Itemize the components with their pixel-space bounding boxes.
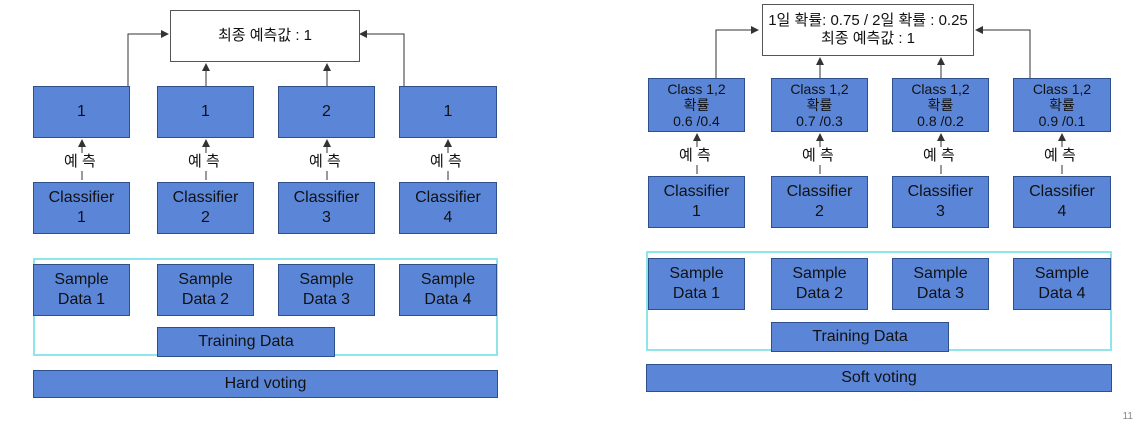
soft-sample-3: Sample Data 3 <box>892 258 989 310</box>
soft-classifier-1: Classifier 1 <box>648 176 745 228</box>
hard-predict-label-3: 예 측 <box>307 153 343 171</box>
soft-classifier-3: Classifier 3 <box>892 176 989 228</box>
soft-voting-bar: Soft voting <box>646 364 1112 392</box>
hard-classifier-3: Classifier 3 <box>278 182 375 234</box>
hard-sample-1: Sample Data 1 <box>33 264 130 316</box>
hard-classifier-4: Classifier 4 <box>399 182 497 234</box>
hard-output-2: 1 <box>157 86 254 138</box>
hard-voting-bar: Hard voting <box>33 370 498 398</box>
soft-output-1: Class 1,2 확률 0.6 /0.4 <box>648 78 745 132</box>
hard-arrow-top-1 <box>127 30 169 86</box>
hard-classifier-2: Classifier 2 <box>157 182 254 234</box>
soft-predict-label-2: 예 측 <box>800 147 836 165</box>
hard-predict-label-4: 예 측 <box>428 153 464 171</box>
soft-output-4: Class 1,2 확률 0.9 /0.1 <box>1013 78 1111 132</box>
soft-output-3: Class 1,2 확률 0.8 /0.2 <box>892 78 989 132</box>
hard-predict-label-2: 예 측 <box>186 153 222 171</box>
soft-sample-2: Sample Data 2 <box>771 258 868 310</box>
hard-training-data-label: Training Data <box>157 327 335 357</box>
soft-output-2: Class 1,2 확률 0.7 /0.3 <box>771 78 868 132</box>
soft-classifier-2: Classifier 2 <box>771 176 868 228</box>
soft-training-data-label: Training Data <box>771 322 949 352</box>
hard-sample-4: Sample Data 4 <box>399 264 497 316</box>
hard-predict-label-1: 예 측 <box>62 153 98 171</box>
soft-predict-label-1: 예 측 <box>677 147 713 165</box>
hard-output-4: 1 <box>399 86 497 138</box>
soft-predict-label-3: 예 측 <box>921 147 957 165</box>
hard-sample-3: Sample Data 3 <box>278 264 375 316</box>
soft-sample-1: Sample Data 1 <box>648 258 745 310</box>
soft-sample-4: Sample Data 4 <box>1013 258 1111 310</box>
soft-arrow-top-1 <box>715 26 759 78</box>
soft-final-prediction-box: 1일 확률: 0.75 / 2일 확률 : 0.25 최종 예측값 : 1 <box>762 4 974 56</box>
soft-classifier-4: Classifier 4 <box>1013 176 1111 228</box>
hard-arrow-top-4 <box>359 30 405 86</box>
soft-arrow-top-4 <box>975 26 1031 78</box>
hard-output-3: 2 <box>278 86 375 138</box>
hard-final-prediction-box: 최종 예측값 : 1 <box>170 10 360 62</box>
soft-predict-label-4: 예 측 <box>1042 147 1078 165</box>
hard-sample-2: Sample Data 2 <box>157 264 254 316</box>
hard-output-1: 1 <box>33 86 130 138</box>
hard-classifier-1: Classifier 1 <box>33 182 130 234</box>
page-number: 11 <box>1122 411 1133 422</box>
